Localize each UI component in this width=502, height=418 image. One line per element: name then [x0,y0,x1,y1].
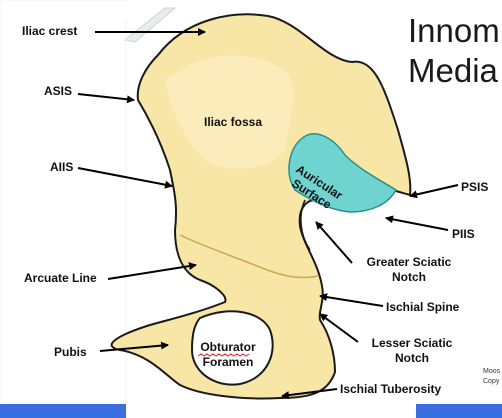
label-piis: PIIS [452,227,475,241]
footer-text-line2: Copy [483,378,500,385]
label-asis: ASIS [44,84,73,98]
obturator-foramen-shape [190,310,274,386]
lesser-sciatic-arrow [319,313,359,343]
label-arcuate-line: Arcuate Line [24,271,97,285]
label-psis: PSIS [461,180,489,194]
background-panel [0,0,130,418]
label-iliac-fossa: Iliac fossa [204,115,263,129]
footer-text-line1: Moos [483,368,501,375]
asis-arrow [77,93,135,104]
arcuate-line-arrow [107,262,197,280]
sciatic-notch-edge [300,199,311,251]
label-greater-sciatic-notch: Greater Sciatic Notch [362,255,456,285]
label-obturator-line2: Foramen [202,355,254,369]
footer-bar-right [416,404,502,418]
greater-sciatic-arrow [315,221,353,264]
ischial-spine-arrow [319,293,384,307]
label-pubis: Pubis [54,345,87,359]
spellcheck-squiggle [197,353,250,357]
psis-arrow [409,184,459,199]
label-lesser-sciatic-line2: Notch [395,351,429,365]
slide-title-line1: Innom [408,12,500,49]
iliac-fossa-shading [165,55,293,169]
label-greater-sciatic-line1: Greater Sciatic [366,255,452,269]
ischial-tuberosity-arrow [281,388,338,400]
footer-bar-left [0,404,126,418]
piis-arrow [385,215,449,231]
label-greater-sciatic-line2: Notch [392,270,426,284]
background-stripe [123,7,177,43]
label-obturator-foramen: Obturator Foramen [190,340,266,370]
arcuate-ridge [179,234,319,279]
label-aiis: AIIS [50,160,74,174]
aiis-arrow [77,167,173,189]
label-ischial-tuberosity: Ischial Tuberosity [340,382,442,396]
label-ischial-spine: Ischial Spine [386,300,460,314]
pubis-arrow [99,341,169,352]
auricular-surface-shape [288,133,397,213]
label-lesser-sciatic-notch: Lesser Sciatic Notch [366,336,458,366]
label-iliac-crest: Iliac crest [22,24,78,38]
label-lesser-sciatic-line1: Lesser Sciatic [371,336,453,350]
slide-title-line2: Media [408,52,498,89]
label-obturator-line1: Obturator [200,340,256,354]
